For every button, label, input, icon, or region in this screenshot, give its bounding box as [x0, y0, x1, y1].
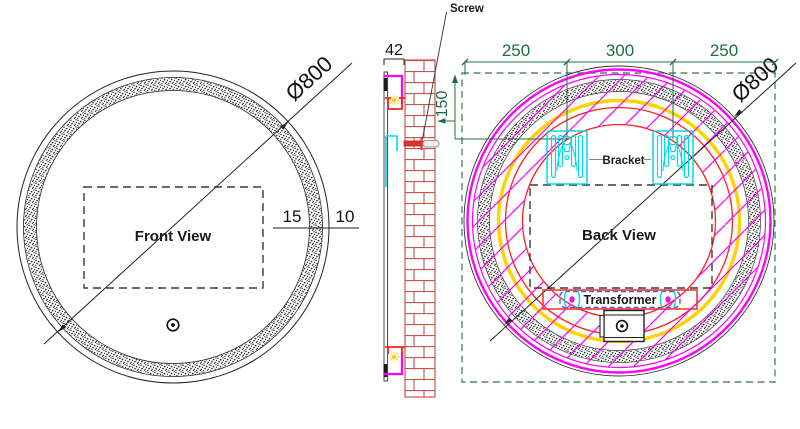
hanging-bracket-left: [546, 130, 588, 185]
bracket-height-dimension: 150: [434, 74, 458, 139]
led-channel-bottom-path: [385, 346, 405, 354]
transformer-outline: [542, 289, 698, 310]
bracket-height-arrow-up: [452, 74, 458, 83]
led-channel-bottom: [385, 346, 405, 354]
bracket-left-wings: [556, 145, 578, 172]
bracket-left-body: [546, 130, 588, 185]
demister-pad-outline-front: [83, 186, 264, 289]
bracket-right-slot-4: [683, 134, 690, 179]
bracket-right-slot-2: [663, 134, 670, 168]
front-diameter-arrow-upper: [280, 121, 289, 130]
bracket-right-slot-3: [676, 134, 683, 168]
back-view-label: Back View: [582, 227, 656, 244]
touch-sensor-ring: [166, 318, 180, 332]
edge-gap-label: 10: [336, 207, 355, 226]
hanging-bracket-path: [385, 135, 398, 187]
dim-150-label: 150: [434, 91, 451, 118]
transformer-clip-left: [563, 290, 581, 308]
frame-ring-outer: [466, 68, 772, 374]
transformer-screw-right: [665, 296, 671, 303]
front-diameter-arrow-lower: [57, 324, 66, 333]
screw-plate: [403, 140, 424, 147]
switch-sensor-dot: [620, 324, 624, 328]
bracket-left-slot-3: [570, 134, 577, 168]
mounting-area-outline: [461, 72, 776, 383]
led-rays-top: [389, 95, 399, 105]
led-glow-bottom: [391, 354, 397, 360]
bracket-right-screw-hole: [670, 154, 676, 161]
switch-box-edges: [604, 314, 644, 338]
transformer-screw-left: [569, 296, 575, 303]
touch-sensor-icon: [166, 318, 180, 332]
touch-sensor-dot: [171, 323, 175, 327]
bracket-left-slot-1: [550, 134, 557, 179]
mounting-screw: [403, 137, 440, 150]
led-light-icon-bottom: [389, 352, 399, 362]
top-width-dimension-chain: [455, 58, 779, 140]
bracket-right-slot-1: [656, 134, 663, 179]
back-diameter-line: [489, 62, 797, 342]
front-view: Front View Ø800 15 10: [16, 51, 359, 384]
dim-250-right: 250: [710, 41, 738, 60]
frost-led-band: [24, 78, 322, 376]
mirror-panel-section: [383, 71, 389, 382]
frost-band-width-label: 15: [283, 207, 302, 226]
back-outer-circle: [463, 65, 775, 377]
depth-label: 42: [385, 42, 403, 59]
screw-label: Screw: [450, 3, 484, 15]
front-frost-inner-edge: [36, 90, 310, 364]
switch-sensor-ring: [615, 319, 629, 333]
bracket-callout: Bracket: [589, 155, 651, 167]
bracket-left-screw-hole: [564, 154, 570, 161]
frame-profile-top: [384, 74, 404, 104]
depth-dimension: 42: [383, 42, 405, 65]
front-outer-circle: [16, 70, 330, 384]
bracket-left-slot-2: [557, 134, 564, 168]
hatched-back-panel-ring: [473, 75, 765, 367]
front-frost-outer-edge: [23, 77, 323, 377]
wall-section: [404, 59, 436, 398]
frame-ring-inner: [471, 73, 767, 369]
transformer-label: Transformer: [584, 293, 657, 307]
transformer-clip-right: [659, 290, 677, 308]
top-dim-ticks: [461, 58, 779, 66]
top-dim-lines: [455, 61, 776, 140]
mirror-clip-top: [383, 78, 388, 91]
bracket-right-keyhole-slot: [668, 143, 678, 153]
dim-300-center: 300: [606, 41, 634, 60]
ring-width-dimension: 15 10: [273, 207, 359, 229]
transformer-body: [559, 290, 681, 309]
hanging-bracket-section: [385, 135, 398, 187]
bracket-left-keyhole-slot: [562, 143, 572, 153]
front-diameter-line: [43, 62, 353, 345]
frame-profile-bottom: [384, 352, 404, 376]
bracket-height-arrow-left: [437, 118, 446, 124]
front-view-label: Front View: [135, 228, 212, 245]
bracket-left-slot-4: [577, 134, 584, 179]
back-diameter-arrow-upper: [734, 109, 743, 117]
led-channel-top: [385, 97, 405, 110]
touch-switch-box: [599, 309, 645, 343]
hanging-bracket-right: [652, 130, 694, 185]
depth-dim-bracket: [383, 58, 405, 65]
side-section-view: Screw 42: [383, 3, 484, 398]
switch-box-tab: [599, 314, 605, 338]
screw-leader-line: [422, 11, 447, 140]
demister-pad-outline-back: [529, 184, 713, 289]
led-rays-bottom: [389, 352, 399, 362]
screw-shank: [422, 140, 440, 148]
mirror-clip-bottom: [383, 364, 388, 377]
dim-250-left: 250: [502, 41, 530, 60]
back-diameter-arrow-lower: [504, 317, 513, 325]
led-glow-top: [391, 97, 397, 103]
bracket-right-wings: [662, 145, 684, 172]
led-channel-top-path: [385, 97, 405, 110]
screw-callout: Screw: [422, 3, 484, 140]
led-light-icon-top: [389, 95, 399, 105]
transformer-assembly: Transformer: [542, 289, 698, 310]
bracket-right-body: [652, 130, 694, 185]
bracket-label: Bracket: [602, 155, 644, 167]
